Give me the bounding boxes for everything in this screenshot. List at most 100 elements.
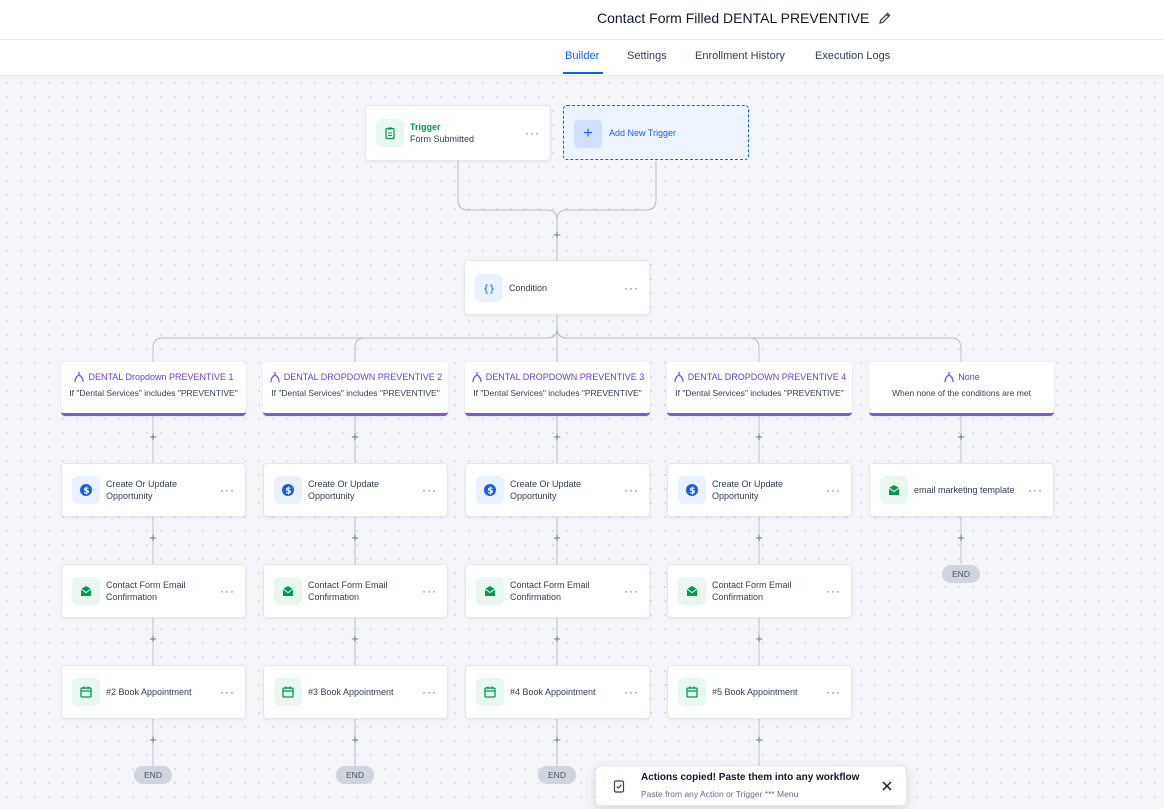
more-menu-icon[interactable]: ··· (220, 483, 235, 497)
add-step-plus[interactable]: + (553, 732, 561, 747)
branch-4-header[interactable]: DENTAL DROPDOWN PREVENTIVE 4 If "Dental … (667, 362, 852, 416)
branch-icon (472, 372, 482, 383)
end-marker: END (134, 766, 172, 784)
book-appointment-action-node[interactable]: #5 Book Appointment ··· (667, 665, 852, 719)
branch-icon (944, 372, 954, 383)
add-step-plus[interactable]: + (755, 631, 763, 646)
branch-1-header[interactable]: DENTAL Dropdown PREVENTIVE 1 If "Dental … (61, 362, 246, 416)
more-menu-icon[interactable]: ··· (826, 584, 841, 598)
action-label: Create Or Update Opportunity (510, 479, 582, 501)
branch-3-header[interactable]: DENTAL DROPDOWN PREVENTIVE 3 If "Dental … (465, 362, 650, 416)
workflow-canvas[interactable]: Trigger Form Submitted ··· + Add New Tri… (0, 76, 1164, 809)
action-label: Create Or Update Opportunity (106, 479, 178, 501)
add-step-plus[interactable]: + (553, 429, 561, 444)
add-step-plus[interactable]: + (351, 631, 359, 646)
email-marketing-action-node[interactable]: email marketing template ··· (869, 463, 1054, 517)
action-label: Contact Form Email Confirmation (712, 580, 792, 602)
more-menu-icon[interactable]: ··· (826, 685, 841, 699)
top-bar: Contact Form Filled DENTAL PREVENTIVE (0, 0, 1164, 40)
more-menu-icon[interactable]: ··· (624, 584, 639, 598)
opportunity-action-node[interactable]: $ Create Or Update Opportunity ··· (465, 463, 650, 517)
svg-text:$: $ (689, 487, 695, 497)
add-step-plus[interactable]: + (755, 732, 763, 747)
branch-title: None (958, 372, 980, 382)
add-step-plus[interactable]: + (149, 732, 157, 747)
svg-text:{}: {} (483, 284, 495, 295)
action-label: #5 Book Appointment (712, 687, 798, 697)
more-menu-icon[interactable]: ··· (422, 685, 437, 699)
more-menu-icon[interactable]: ··· (624, 280, 639, 295)
book-appointment-action-node[interactable]: #4 Book Appointment ··· (465, 665, 650, 719)
more-menu-icon[interactable]: ··· (422, 584, 437, 598)
branch-none-header[interactable]: None When none of the conditions are met (869, 362, 1054, 416)
opportunity-action-node[interactable]: $ Create Or Update Opportunity ··· (667, 463, 852, 517)
add-step-plus[interactable]: + (755, 530, 763, 545)
more-menu-icon[interactable]: ··· (422, 483, 437, 497)
add-trigger-label: Add New Trigger (609, 128, 677, 138)
more-menu-icon[interactable]: ··· (525, 126, 540, 140)
condition-label: Condition (509, 282, 548, 293)
branch-condition: If "Dental Services" includes "PREVENTIV… (675, 388, 844, 398)
condition-node[interactable]: {} Condition ··· (464, 260, 650, 315)
add-step-plus[interactable]: + (351, 530, 359, 545)
branch-title: DENTAL DROPDOWN PREVENTIVE 4 (687, 372, 847, 382)
more-menu-icon[interactable]: ··· (220, 685, 235, 699)
email-confirmation-action-node[interactable]: Contact Form Email Confirmation ··· (263, 564, 448, 618)
envelope-icon (72, 577, 100, 605)
tab-execution-logs[interactable]: Execution Logs (815, 50, 891, 62)
action-label: email marketing template (914, 485, 1015, 495)
copied-toast: Actions copied! Paste them into any work… (595, 765, 907, 806)
book-appointment-action-node[interactable]: #3 Book Appointment ··· (263, 665, 448, 719)
branch-title: DENTAL Dropdown PREVENTIVE 1 (88, 372, 234, 382)
opportunity-action-node[interactable]: $ Create Or Update Opportunity ··· (61, 463, 246, 517)
add-step-plus[interactable]: + (957, 530, 965, 545)
branch-condition: When none of the conditions are met (892, 388, 1031, 398)
branch-2-header[interactable]: DENTAL DROPDOWN PREVENTIVE 2 If "Dental … (263, 362, 448, 416)
add-step-plus[interactable]: + (149, 530, 157, 545)
add-step-plus[interactable]: + (957, 429, 965, 444)
more-menu-icon[interactable]: ··· (826, 483, 841, 497)
more-menu-icon[interactable]: ··· (1028, 483, 1043, 497)
branch-icon (74, 372, 85, 383)
add-step-plus[interactable]: + (553, 530, 561, 545)
opportunity-action-node[interactable]: $ Create Or Update Opportunity ··· (263, 463, 448, 517)
email-confirmation-action-node[interactable]: Contact Form Email Confirmation ··· (667, 564, 852, 618)
end-marker: END (538, 766, 576, 784)
end-marker: END (336, 766, 374, 784)
svg-text:$: $ (487, 487, 493, 497)
curly-braces-icon: {} (475, 273, 503, 302)
dollar-icon: $ (678, 476, 706, 504)
add-new-trigger-button[interactable]: + Add New Trigger (563, 105, 749, 160)
branch-title: DENTAL DROPDOWN PREVENTIVE 2 (283, 372, 443, 382)
email-confirmation-action-node[interactable]: Contact Form Email Confirmation ··· (61, 564, 246, 618)
action-label: Contact Form Email Confirmation (106, 580, 186, 602)
email-confirmation-action-node[interactable]: Contact Form Email Confirmation ··· (465, 564, 650, 618)
add-step-plus[interactable]: + (351, 429, 359, 444)
tab-enrollment-history[interactable]: Enrollment History (695, 50, 785, 62)
branch-title: DENTAL DROPDOWN PREVENTIVE 3 (485, 372, 645, 382)
envelope-icon (880, 476, 908, 504)
more-menu-icon[interactable]: ··· (220, 584, 235, 598)
branch-condition: If "Dental Services" includes "PREVENTIV… (271, 388, 440, 398)
close-icon[interactable] (880, 779, 894, 793)
dollar-icon: $ (72, 476, 100, 504)
add-step-plus[interactable]: + (553, 631, 561, 646)
add-step-plus[interactable]: + (149, 429, 157, 444)
book-appointment-action-node[interactable]: #2 Book Appointment ··· (61, 665, 246, 719)
calendar-icon (476, 678, 504, 706)
toast-title: Actions copied! Paste them into any work… (641, 772, 860, 783)
add-step-plus[interactable]: + (149, 631, 157, 646)
envelope-icon (678, 577, 706, 605)
add-step-plus[interactable]: + (553, 227, 561, 242)
branch-condition: If "Dental Services" includes "PREVENTIV… (69, 388, 238, 398)
pencil-edit-icon[interactable] (878, 11, 892, 25)
branch-condition: If "Dental Services" includes "PREVENTIV… (473, 388, 642, 398)
tab-settings[interactable]: Settings (627, 50, 667, 62)
clipboard-icon (376, 119, 404, 147)
more-menu-icon[interactable]: ··· (624, 685, 639, 699)
tab-builder[interactable]: Builder (565, 50, 600, 62)
add-step-plus[interactable]: + (755, 429, 763, 444)
more-menu-icon[interactable]: ··· (624, 483, 639, 497)
add-step-plus[interactable]: + (351, 732, 359, 747)
trigger-node[interactable]: Trigger Form Submitted ··· (365, 105, 551, 161)
